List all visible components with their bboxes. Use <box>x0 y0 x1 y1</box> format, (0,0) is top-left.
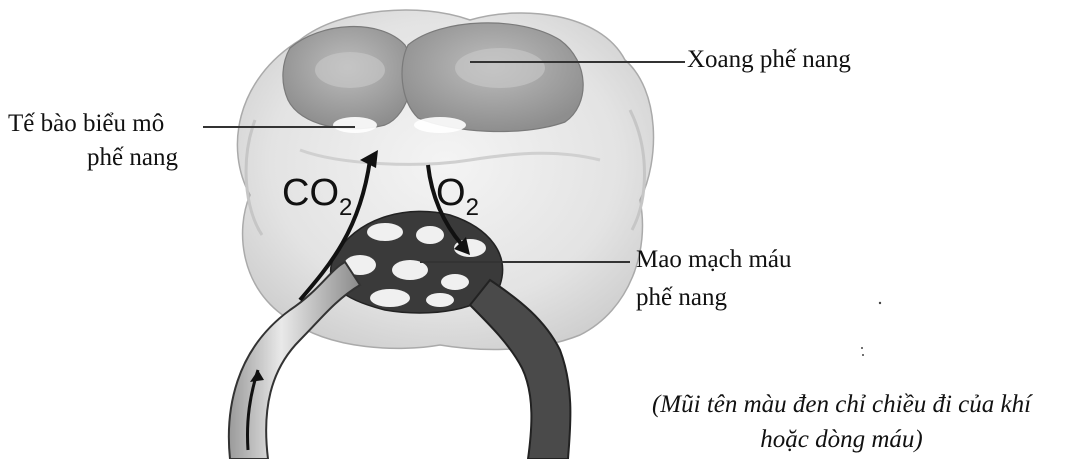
capillary-label-line1: Mao mạch máu <box>636 245 792 275</box>
capillary-label-line2: phế nang <box>636 283 727 313</box>
alveolar-sac-label: Xoang phế nang <box>687 45 851 75</box>
epithelial-cell-label-line2: phế nang <box>87 143 178 173</box>
epithelial-cell-label-line1: Tế bào biểu mô <box>8 109 164 139</box>
alveolar-cavity <box>283 23 583 133</box>
arrow-note-line1: (Mũi tên màu đen chỉ chiều đi của khí <box>614 388 1069 422</box>
arrow-note-line2: hoặc dòng máu) <box>614 423 1069 457</box>
